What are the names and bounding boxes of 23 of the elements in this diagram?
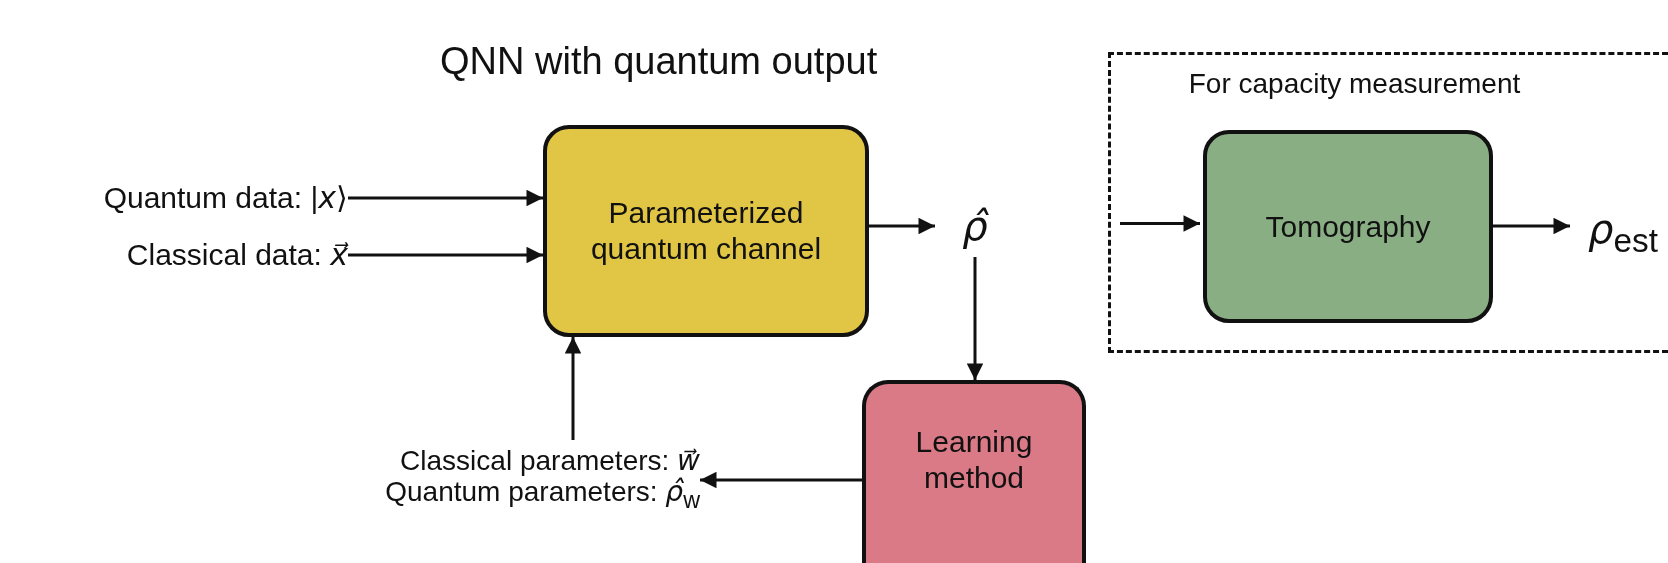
- input-label: Classical data: x⃗: [12, 235, 348, 275]
- parameter-label: Classical parameters: w⃗: [400, 446, 700, 478]
- process-box: [1203, 130, 1493, 323]
- dashed-group-frame: [1108, 52, 1668, 353]
- box-label: Parameterized quantum channel: [589, 195, 823, 267]
- arrow: [348, 189, 543, 207]
- arrow: [966, 257, 984, 380]
- process-box: [862, 380, 1086, 563]
- box-label: Learning method: [914, 423, 1034, 496]
- arrow: [1120, 215, 1200, 232]
- arrow: [1490, 217, 1570, 235]
- arrow: [564, 337, 582, 440]
- output-symbol: ρ$_{est}$: [1573, 198, 1668, 260]
- input-label: Quantum data: |x⟩: [12, 178, 348, 218]
- arrow: [700, 471, 862, 489]
- process-box: [543, 125, 869, 337]
- box-label: Tomography: [1264, 208, 1432, 245]
- output-symbol: ρ̂: [935, 195, 1015, 257]
- arrow: [348, 246, 543, 264]
- diagram-title: QNN with quantum output: [440, 40, 878, 83]
- parameter-label: Quantum parameters: ρ̂$_{w}$: [385, 477, 700, 514]
- arrow: [869, 217, 935, 235]
- group-heading: For capacity measurement: [1188, 67, 1521, 101]
